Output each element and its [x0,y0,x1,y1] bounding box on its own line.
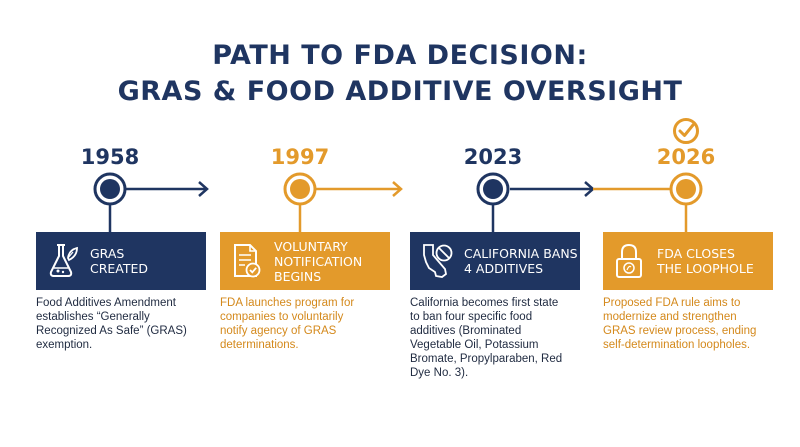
milestone-box-1997: VOLUNTARY NOTIFICATION BEGINS [220,232,390,290]
timeline-node-1997 [283,172,317,206]
title-line-2: GRAS & FOOD ADDITIVE OVERSIGHT [117,76,683,107]
padlock-seal-icon [613,241,647,281]
milestone-desc-2026: Proposed FDA rule aims to modernize and … [603,297,757,351]
year-1997: 1997 [270,145,330,169]
timeline-segment-2 [316,181,403,197]
year-2026: 2026 [656,145,716,169]
year-1958: 1958 [80,145,140,169]
check-badge-icon [673,118,699,144]
milestone-label-2023: CALIFORNIA BANS 4 ADDITIVES [464,246,578,276]
milestone-desc-1997: FDA launches program for companies to vo… [220,297,355,351]
title-line-1: PATH TO FDA DECISION: [212,40,588,71]
timeline-node-2026 [669,172,703,206]
milestone-box-2023: CALIFORNIA BANS 4 ADDITIVES [410,232,580,290]
timeline-node-2023 [476,172,510,206]
milestone-box-2026: FDA CLOSES THE LOOPHOLE [603,232,773,290]
milestone-label-2026: FDA CLOSES THE LOOPHOLE [657,246,754,276]
milestone-box-1958: GRAS CREATED [36,232,206,290]
timeline-node-1958 [93,172,127,206]
timeline-segment-3 [510,181,595,197]
arrow-right-icon [392,181,403,197]
milestone-desc-2023: California becomes first state to ban fo… [410,297,563,379]
california-ban-icon [420,241,454,281]
arrow-right-icon [198,181,209,197]
milestone-label-1958: GRAS CREATED [90,246,149,276]
milestone-desc-1958: Food Additives Amendment establishes “Ge… [36,297,187,351]
year-2023: 2023 [463,145,523,169]
timeline-segment-1 [126,181,209,197]
flask-leaf-icon [46,241,80,281]
document-check-icon [230,241,264,281]
milestone-label-1997: VOLUNTARY NOTIFICATION BEGINS [274,238,363,284]
